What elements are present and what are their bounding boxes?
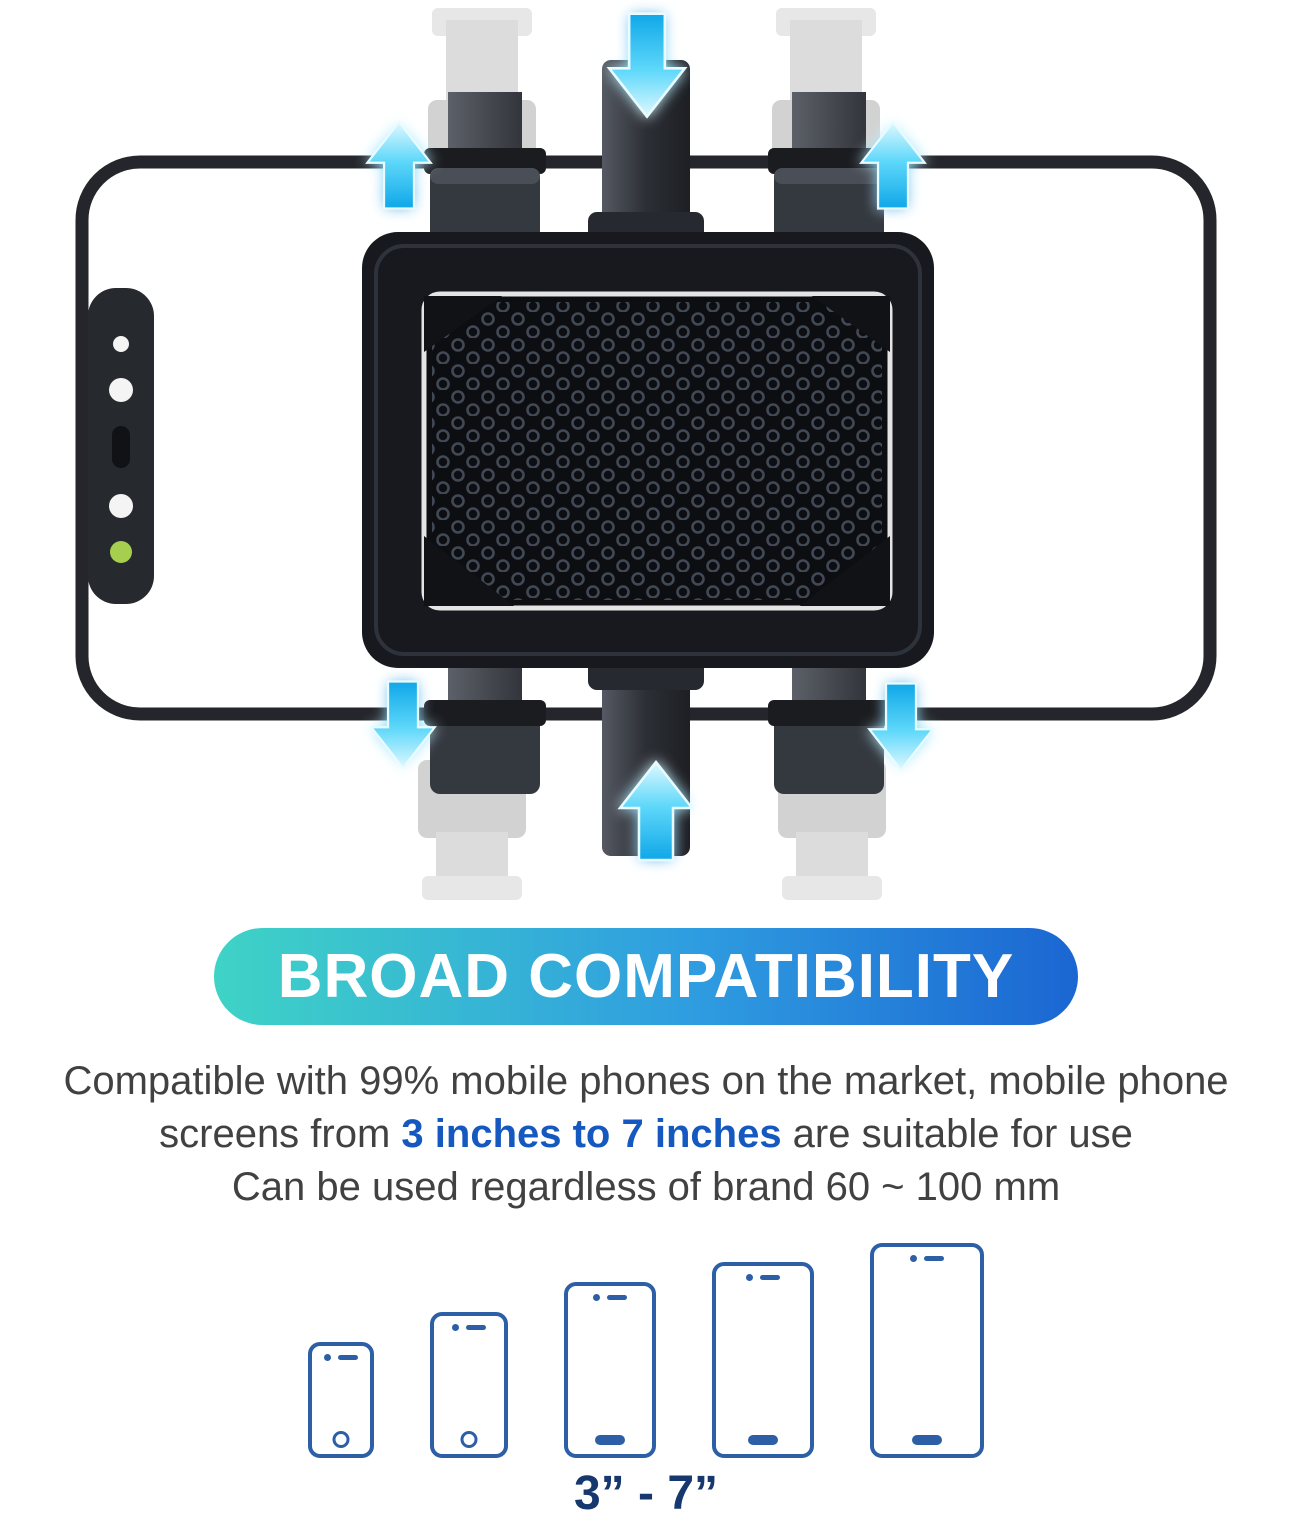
description-line-3: Can be used regardless of brand 60 ~ 100…	[231, 1165, 1061, 1209]
size-range-label: 3” - 7”	[573, 1467, 719, 1520]
phone-top-detail	[716, 1274, 810, 1281]
description-line-2-prefix: screens from	[159, 1112, 402, 1156]
home-bar-icon	[912, 1435, 942, 1445]
home-button-icon	[332, 1431, 350, 1448]
phone-top-detail	[568, 1294, 652, 1301]
speaker-line-icon	[607, 1295, 627, 1300]
description-line-1: Compatible with 99% mobile phones on the…	[63, 1059, 1229, 1103]
screen-size-highlight: 3 inches to 7 inches	[401, 1112, 782, 1156]
phone-top-detail	[874, 1255, 980, 1262]
phone-size-icon-medium	[564, 1282, 656, 1458]
camera-dot-icon	[746, 1274, 753, 1281]
phone-top-detail	[312, 1354, 370, 1361]
phone-size-icon-smallest	[308, 1342, 374, 1458]
home-button-icon	[460, 1431, 478, 1448]
speaker-line-icon	[924, 1256, 944, 1261]
phone-size-icon-largest	[870, 1243, 984, 1458]
home-bar-icon	[748, 1435, 778, 1445]
description-line-2-suffix: are suitable for use	[781, 1112, 1133, 1156]
phone-mount-illustration	[75, 8, 1217, 900]
speaker-line-icon	[760, 1275, 780, 1280]
phone-top-detail	[434, 1324, 504, 1331]
camera-dot-icon	[452, 1324, 459, 1331]
section-banner: BROAD COMPATIBILITY	[213, 928, 1079, 1025]
camera-dot-icon	[910, 1255, 917, 1262]
home-bar-icon	[595, 1435, 625, 1445]
speaker-line-icon	[338, 1355, 358, 1360]
description-line-2: screens from 3 inches to 7 inches are su…	[0, 1108, 1292, 1161]
camera-dot-icon	[593, 1294, 600, 1301]
camera-dot-icon	[324, 1354, 331, 1361]
banner-title: BROAD COMPATIBILITY	[277, 942, 1015, 1011]
mount-body	[362, 232, 934, 668]
phone-size-icons-row	[0, 1242, 1292, 1458]
speaker-line-icon	[466, 1325, 486, 1330]
phone-size-icon-large	[712, 1262, 814, 1458]
phone-size-icon-small	[430, 1312, 508, 1458]
description-text: Compatible with 99% mobile phones on the…	[0, 1055, 1292, 1214]
clamp-arms	[424, 92, 890, 794]
